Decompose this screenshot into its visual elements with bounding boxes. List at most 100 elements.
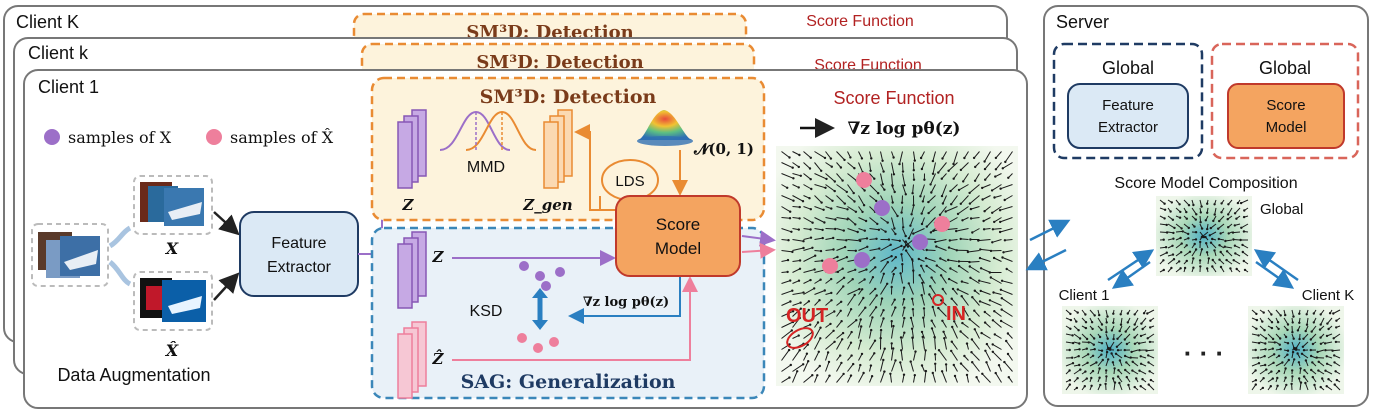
field-arrow-head xyxy=(1278,343,1282,346)
field-arrow-head xyxy=(829,157,833,160)
field-arrow-head xyxy=(1146,312,1149,315)
field-arrow-head xyxy=(1304,329,1307,333)
field-arrow-head xyxy=(786,186,789,189)
in-label: IN xyxy=(946,303,966,325)
field-arrow-head xyxy=(1276,384,1279,387)
field-arrow-head xyxy=(1284,367,1287,370)
field-arrow xyxy=(836,362,842,372)
field-arrow-head xyxy=(1300,352,1304,355)
field-arrow xyxy=(921,295,925,306)
field-arrow-head xyxy=(912,204,915,207)
score-model: Score Model xyxy=(615,195,741,277)
field-arrow-head xyxy=(869,169,872,172)
field-arrow-head xyxy=(993,196,996,199)
field-arrow xyxy=(963,308,969,317)
field-arrow-head xyxy=(877,228,881,231)
field-arrow-head xyxy=(1327,327,1330,331)
field-arrow-head xyxy=(828,374,831,377)
field-arrow-head xyxy=(870,157,873,160)
field-arrow-head xyxy=(1187,237,1190,240)
field-arrow-head xyxy=(884,230,887,233)
field-arrow-head xyxy=(973,289,976,292)
score-model-line2: Model xyxy=(655,239,701,258)
field-arrow xyxy=(934,337,936,350)
field-arrow xyxy=(803,269,815,273)
field-arrow-head xyxy=(787,348,791,352)
field-arrow xyxy=(960,363,969,372)
field-arrow-head xyxy=(818,299,821,302)
field-arrow-head xyxy=(1138,349,1141,352)
field-arrow xyxy=(792,151,800,156)
clientK-field-label: Client K xyxy=(1302,287,1355,304)
field-arrow-head xyxy=(1195,213,1198,216)
field-arrow-head xyxy=(1212,219,1215,223)
field-arrow-head xyxy=(1131,360,1134,363)
field-arrow-head xyxy=(1000,297,1003,300)
field-arrow xyxy=(880,173,884,185)
field-arrow-head xyxy=(1206,227,1209,231)
field-arrow xyxy=(1118,382,1123,391)
mmd-distribution-icon xyxy=(439,110,537,151)
field-arrow-head xyxy=(1165,251,1169,254)
score-model-line1: Score xyxy=(656,215,700,234)
field-arrow-head xyxy=(883,370,886,373)
field-arrow-head xyxy=(929,231,933,234)
field-arrow xyxy=(1141,317,1147,324)
global-fe-heading: Global xyxy=(1102,58,1154,78)
field-arrow-head xyxy=(914,350,917,353)
field-arrow-head xyxy=(1171,253,1175,256)
field-arrow-head xyxy=(887,238,891,241)
field-arrow-head xyxy=(898,162,901,166)
field-arrow xyxy=(999,206,1013,211)
field-arrow-head xyxy=(1084,313,1087,316)
field-arrow xyxy=(858,372,865,383)
field-arrow xyxy=(984,350,991,361)
field-arrow-head xyxy=(1284,376,1287,379)
field-arrow xyxy=(913,351,916,361)
field-arrow-head xyxy=(947,258,950,262)
field-arrow xyxy=(880,244,891,251)
field-arrow-head xyxy=(909,316,913,320)
field-arrow xyxy=(956,228,969,232)
field-arrow-head xyxy=(881,183,884,186)
feature-extractor: Feature Extractor xyxy=(239,211,359,297)
field-arrow-head xyxy=(863,189,866,192)
field-arrow-head xyxy=(969,276,972,279)
field-arrow-head xyxy=(1124,330,1127,333)
field-arrow-head xyxy=(978,279,981,282)
field-arrow-head xyxy=(1270,313,1273,316)
field-arrow xyxy=(932,162,936,174)
field-arrow-head xyxy=(935,245,938,248)
field-arrow-head xyxy=(786,258,790,262)
field-arrow-head xyxy=(912,178,916,181)
field-arrow-head xyxy=(1285,383,1288,387)
field-arrow-head xyxy=(843,158,846,162)
field-arrow xyxy=(847,173,858,182)
field-arrow-head xyxy=(1239,238,1242,242)
field-arrow-head xyxy=(999,187,1002,190)
field-arrow-head xyxy=(1076,377,1079,380)
field-arrow xyxy=(869,307,877,317)
field-arrow-head xyxy=(874,287,877,291)
field-arrow-head xyxy=(1000,279,1004,282)
field-arrow-head xyxy=(1076,311,1079,314)
field-arrow-head xyxy=(843,245,847,249)
field-arrow-head xyxy=(1303,369,1306,372)
field-arrow-head xyxy=(925,264,928,268)
field-arrow xyxy=(981,373,991,383)
field-arrow xyxy=(1073,333,1081,339)
field-arrow-head xyxy=(1217,237,1221,241)
field-arrow-head xyxy=(1273,353,1276,356)
field-arrow xyxy=(981,332,991,339)
field-arrow xyxy=(971,351,980,361)
detection-title: SM³D: Detection xyxy=(480,86,657,108)
field-arrow xyxy=(869,340,876,350)
field-arrow xyxy=(1001,309,1013,317)
field-arrow-head xyxy=(1003,360,1006,364)
field-arrow xyxy=(836,151,845,161)
field-arrow-head xyxy=(892,324,895,328)
field-arrow-head xyxy=(970,338,974,341)
field-arrow-head xyxy=(821,236,824,240)
field-arrow-head xyxy=(1188,250,1192,253)
field-arrow xyxy=(825,352,829,361)
